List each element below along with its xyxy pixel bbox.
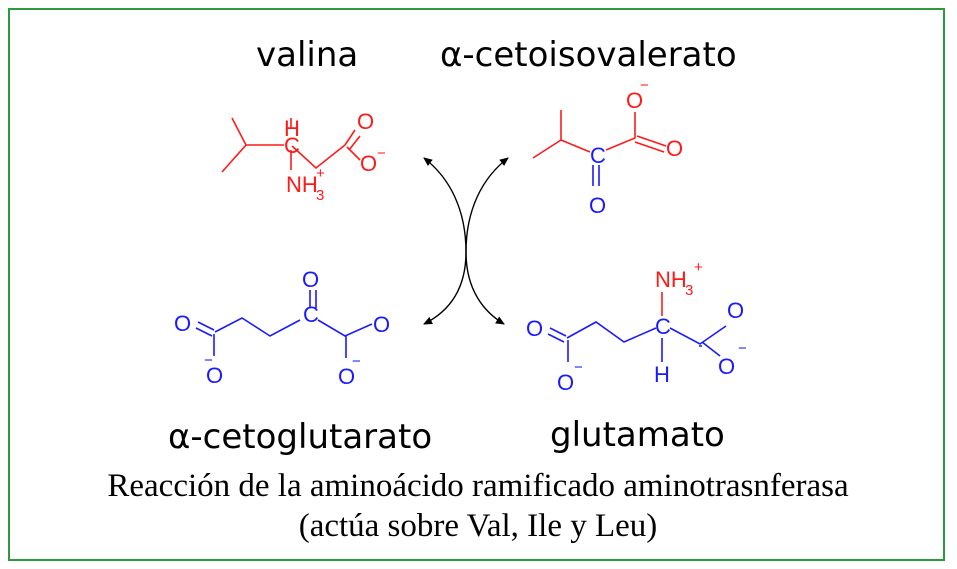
glutamato-charge-minus2: − — [738, 340, 747, 357]
cetoglutarato-atom-o2: O — [206, 363, 223, 388]
diagram-frame — [8, 8, 945, 561]
valina-atom-h: H — [284, 116, 300, 141]
molecule-cetoisovalerato: C O O − O — [532, 77, 683, 218]
glutamato-atom-o2: O — [557, 370, 574, 395]
cetoglutarato-charge-minus2: − — [352, 353, 361, 370]
label-glutamato: glutamato — [550, 415, 725, 455]
valina-charge-minus: − — [377, 145, 386, 162]
valina-charge-plus: + — [316, 165, 325, 182]
label-cetoglutarato: α-cetoglutarato — [168, 417, 432, 457]
label-valina: valina — [256, 35, 358, 75]
cetoisovalerato-atom-o2: O — [666, 136, 683, 161]
cetoisovalerato-atom-c: C — [590, 143, 606, 168]
glutamato-atom-nh: NH — [655, 267, 687, 292]
caption-line1: Reacción de la aminoácido ramificado ami… — [107, 468, 849, 504]
glutamato-atom-c: C — [655, 314, 671, 339]
molecule-valina: H C O O − NH 3 + — [221, 109, 386, 204]
glutamato-atom-o1: O — [526, 316, 543, 341]
molecule-glutamato: O O − C H O O − NH 3 + — [526, 259, 747, 395]
caption-line2: (actúa sobre Val, Ile y Leu) — [299, 508, 658, 544]
glutamato-sub-3: 3 — [685, 282, 693, 299]
cetoglutarato-atom-o1: O — [174, 311, 191, 336]
cetoglutarato-atom-o3: O — [373, 312, 390, 337]
arrow-to-cetoglutarato — [423, 251, 467, 325]
cetoglutarato-atom-c: C — [303, 302, 319, 327]
label-cetoisovalerato: α-cetoisovalerato — [440, 35, 737, 75]
glutamato-atom-o4: O — [718, 354, 735, 379]
arrow-to-valina — [423, 157, 467, 253]
glutamato-atom-h: H — [654, 362, 670, 387]
valina-atom-o2: O — [360, 151, 377, 176]
cetoglutarato-atom-o4: O — [338, 364, 355, 389]
arrow-from-cetoisovalerato — [465, 157, 509, 253]
glutamato-charge-minus1: − — [574, 359, 583, 376]
cetoisovalerato-charge-minus: − — [640, 77, 649, 94]
cetoisovalerato-atom-o1: O — [626, 88, 643, 113]
cetoisovalerato-atom-o-keto: O — [589, 193, 606, 218]
cetoglutarato-atom-o-keto: O — [302, 267, 319, 292]
valina-sub-3: 3 — [316, 187, 324, 204]
cetoglutarato-charge-minus1: − — [204, 352, 213, 369]
molecule-cetoglutarato: O O − O C O O − — [174, 267, 390, 389]
glutamato-charge-plus: + — [694, 259, 703, 276]
valina-atom-c: C — [284, 133, 300, 158]
arrow-to-glutamato — [465, 251, 505, 325]
valina-atom-o1: O — [357, 109, 374, 134]
valina-atom-nh: NH — [286, 172, 318, 197]
reaction-arrows — [423, 157, 509, 325]
glutamato-atom-o3: O — [727, 298, 744, 323]
